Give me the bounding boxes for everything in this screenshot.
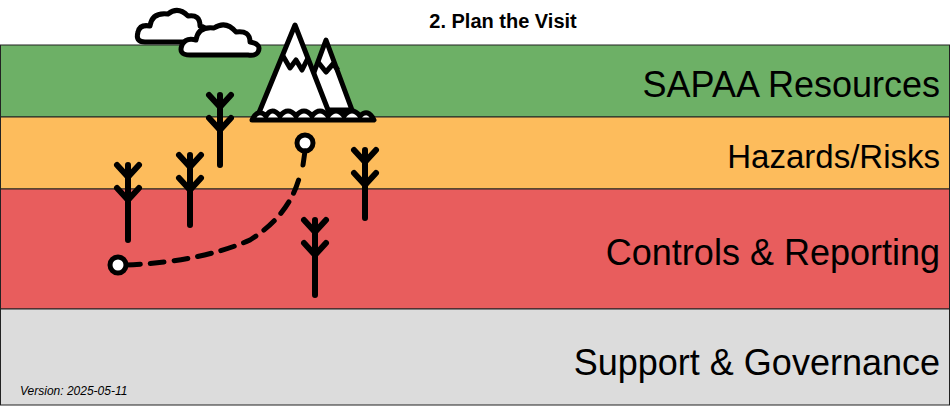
band-label: Support & Governance — [574, 342, 940, 384]
layer-band: Support & Governance — [0, 309, 950, 405]
band-fill — [1, 309, 950, 405]
layer-band: Hazards/Risks — [0, 117, 950, 189]
band-fill — [1, 117, 950, 189]
diagram-title: 2. Plan the Visit — [0, 10, 950, 33]
clouds — [137, 10, 259, 55]
band-label: SAPAA Resources — [643, 64, 940, 106]
band-label: Controls & Reporting — [606, 232, 940, 274]
trees — [117, 95, 376, 295]
band-label: Hazards/Risks — [727, 138, 940, 176]
band-fill — [1, 189, 950, 309]
version-note: Version: 2025-05-11 — [20, 384, 127, 398]
mountains — [252, 25, 374, 120]
layer-band: SAPAA Resources — [0, 45, 950, 117]
trail — [110, 135, 313, 273]
layer-band: Controls & Reporting — [0, 189, 950, 309]
band-fill — [1, 45, 950, 117]
